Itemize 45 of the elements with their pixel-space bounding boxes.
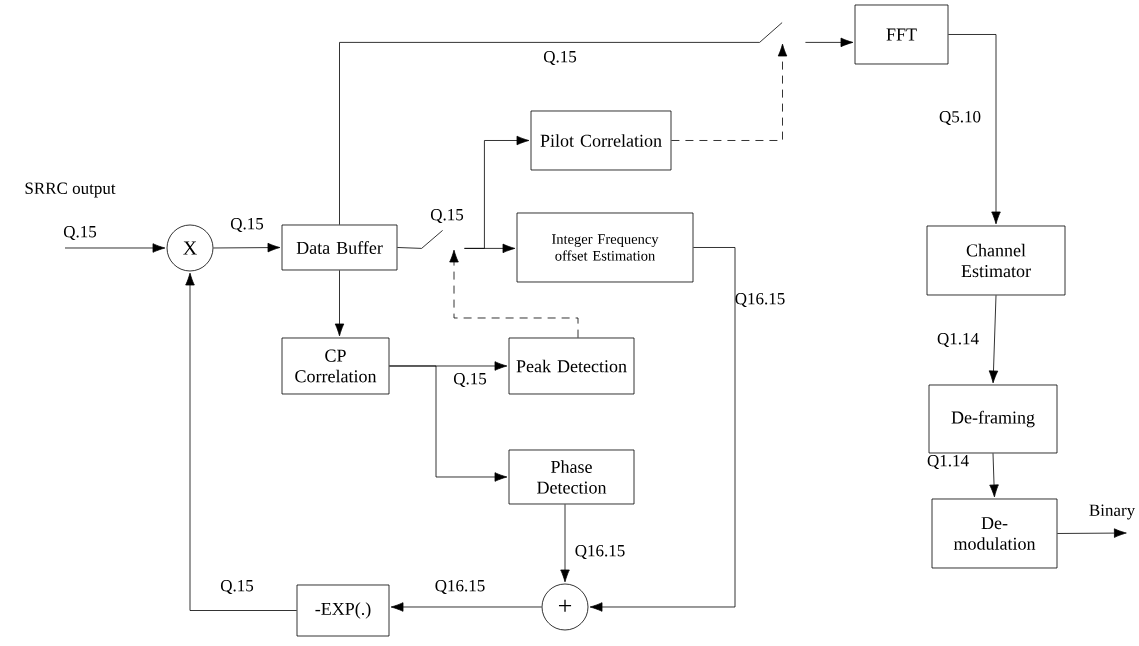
arrow [989,453,999,498]
arrow [390,602,542,612]
process-box: FFT [854,4,949,65]
line [339,42,760,225]
edge-label: Q.15 [220,580,254,594]
process-box: Channel Estimator [926,225,1066,296]
dashed-arrow [671,43,788,141]
edge-label: Q1.14 [927,455,969,469]
arrow [64,243,166,253]
process-box: CP Correlation [281,337,390,395]
arrow [213,242,281,253]
signal-label: SRRC output [25,182,116,198]
process-box: Pilot Correlation [530,110,672,171]
process-box: De-modulation [931,498,1058,569]
process-box: Integer Frequency offset Estimation [516,212,694,283]
arrow [805,37,854,48]
process-box: Phase Detection [508,449,635,505]
edge-label: Q16.15 [435,580,485,594]
edge-label: Binary [1089,504,1136,520]
arrow [1057,528,1127,538]
edge-label: Q.15 [453,373,487,387]
edge-label: Q16.15 [575,545,625,559]
arrow [389,365,508,482]
arrow [185,272,297,611]
edge-label: Q.15 [63,226,97,240]
switch [759,22,783,43]
line [397,247,422,249]
switch [421,230,443,249]
edge-label: Q16.15 [735,293,785,307]
process-box: Data Buffer [281,224,398,271]
process-box: De-framing [928,384,1058,454]
arrow [948,34,1001,225]
arrow [589,247,736,612]
dashed-arrow [449,249,579,338]
arrow [988,295,999,384]
edge-label: Q.15 [543,51,577,65]
arrow [334,270,345,337]
edge-label: Q5.10 [939,110,981,126]
edge-label: Q.15 [430,209,464,223]
arrow [464,243,516,254]
edge-label: Q.15 [230,218,264,232]
arrow [560,504,570,583]
edge-label: Q1.14 [937,333,979,347]
process-box: Peak Detection [508,337,635,395]
process-box: -EXP(.) [296,584,390,637]
